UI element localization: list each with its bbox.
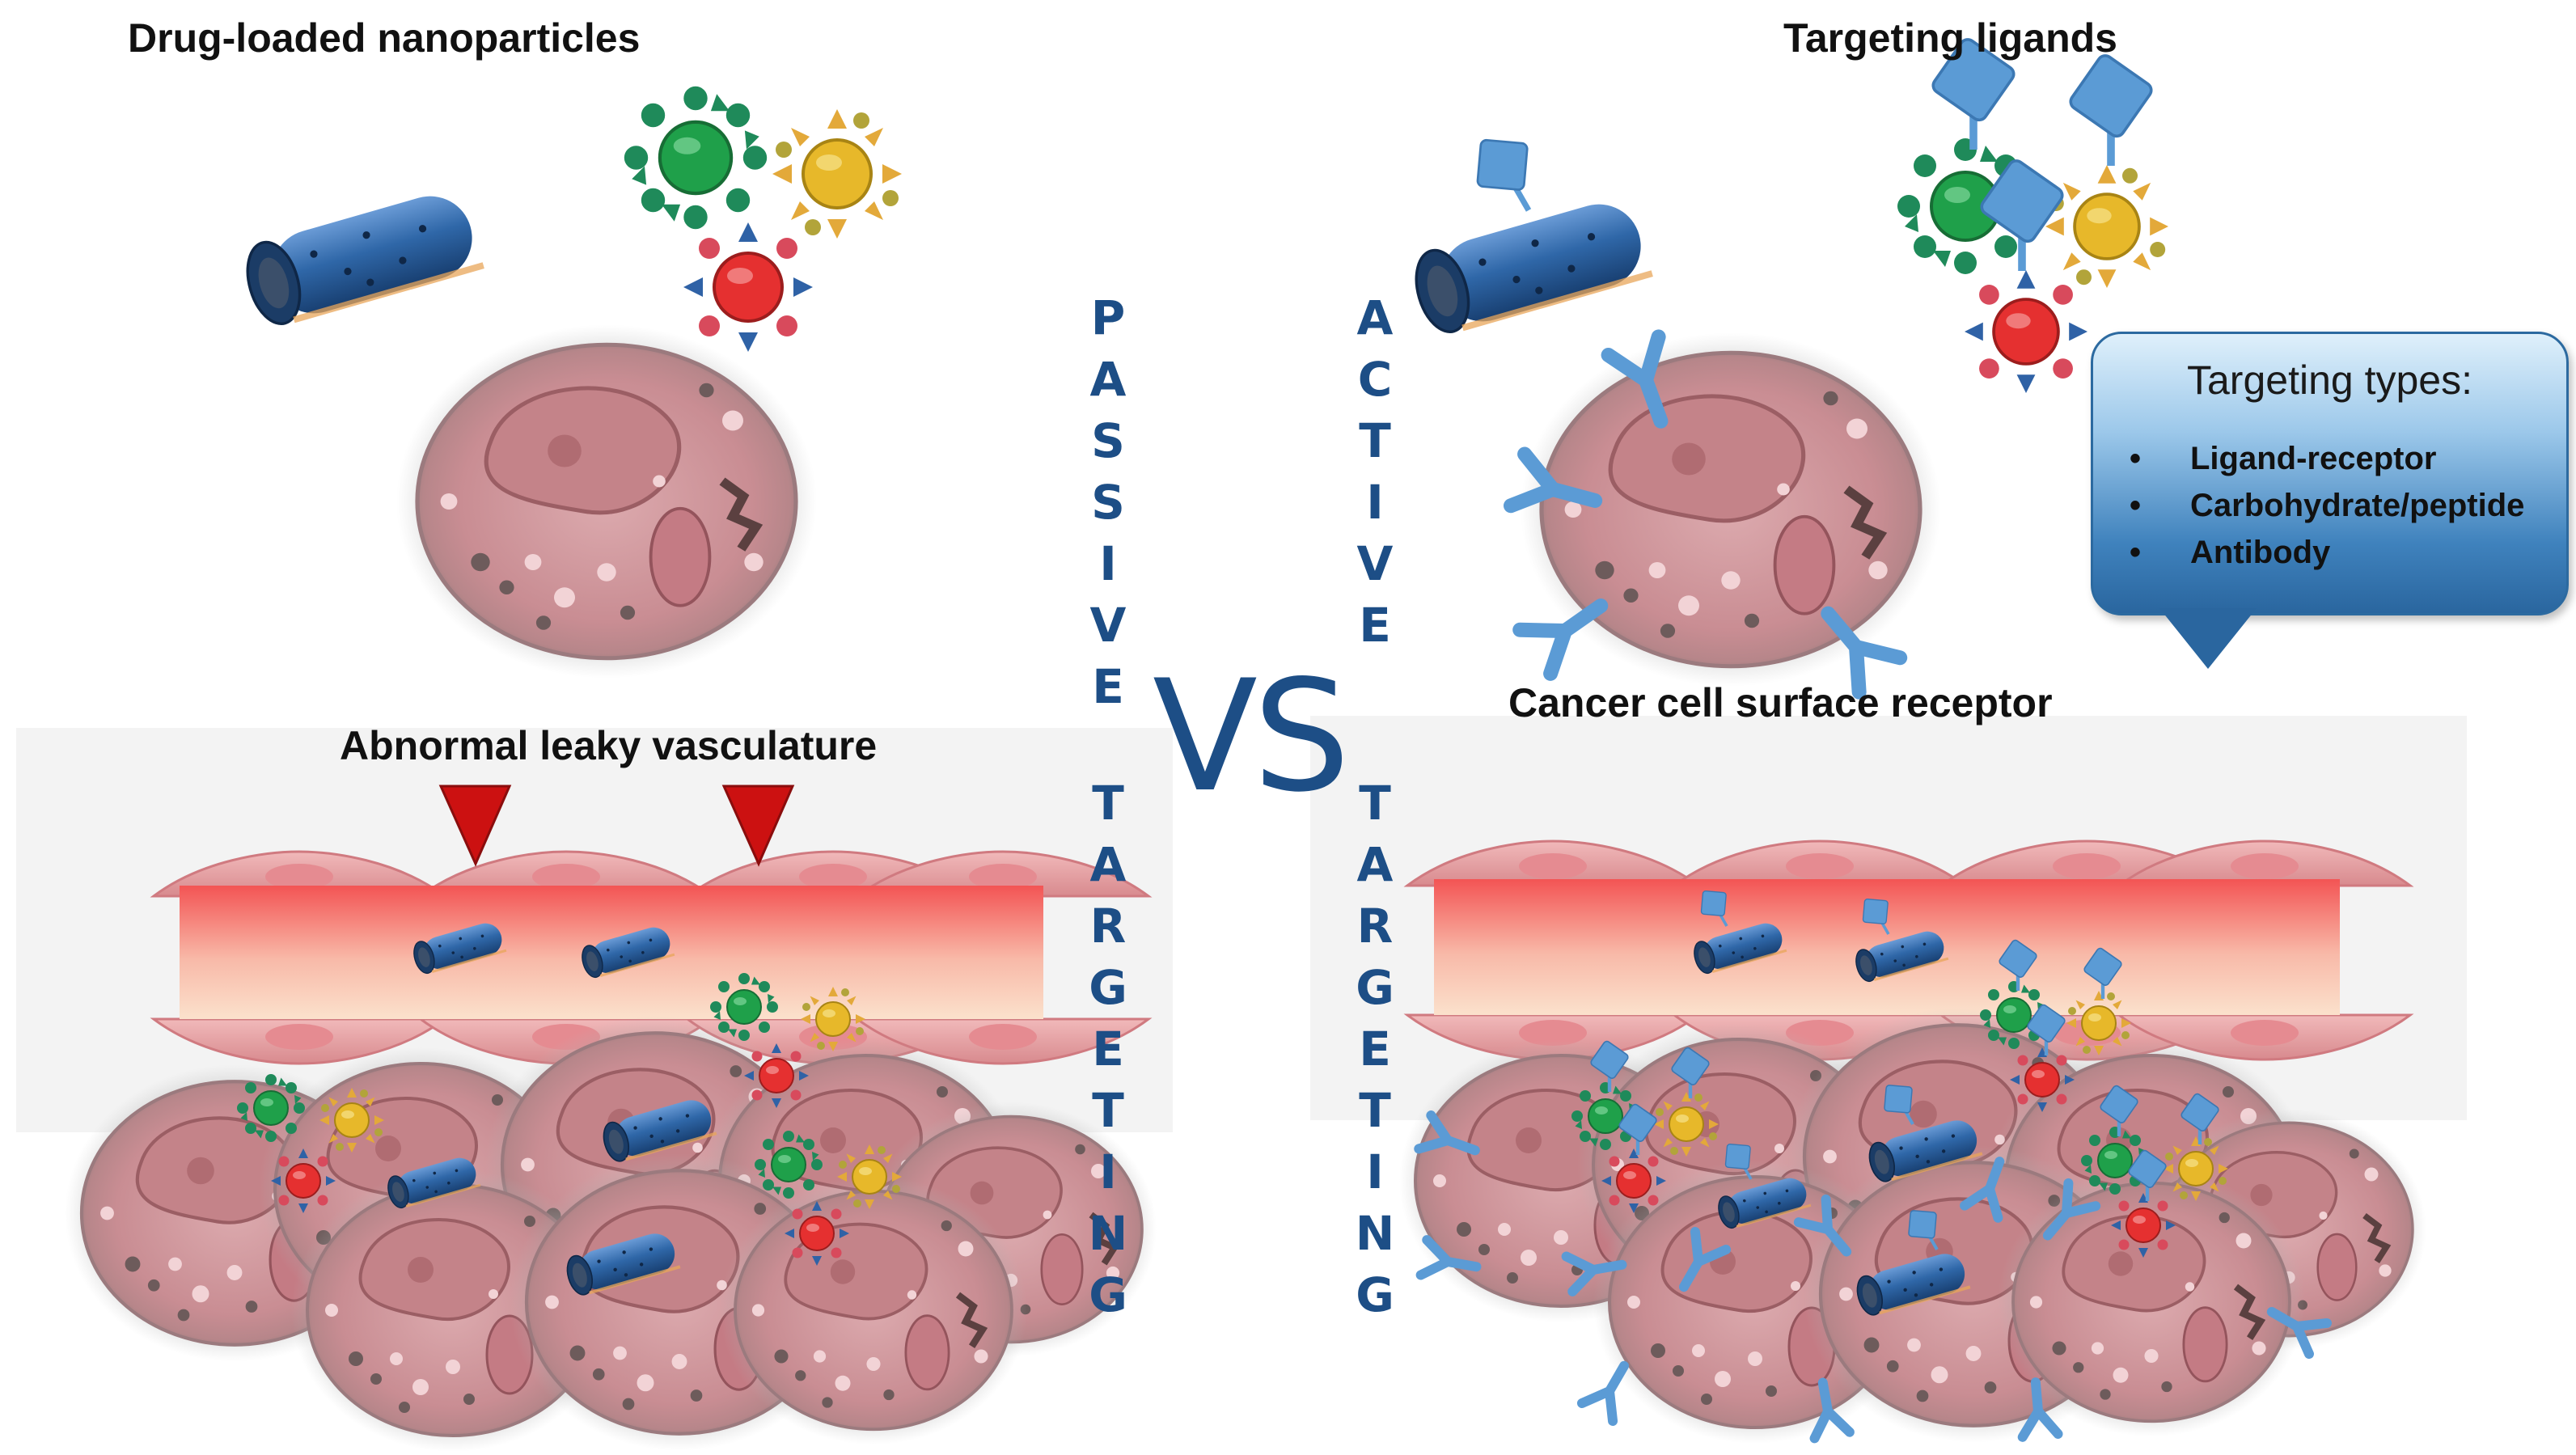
- callout-item: •Antibody: [2130, 535, 2331, 570]
- leak-arrow-icon: [721, 785, 795, 867]
- nanoparticle-icon: [319, 1087, 385, 1153]
- cancer-cell-icon: [396, 324, 817, 679]
- callout-tail: [2159, 608, 2257, 669]
- vs-label: VS: [1153, 647, 1351, 826]
- targeting-ligands-label: Targeting ligands: [1783, 15, 2117, 61]
- callout-title: Targeting types:: [2187, 357, 2472, 403]
- ligand-icon: [1979, 158, 2066, 271]
- cancer-cell-icon: [1521, 332, 1941, 687]
- active-panel: [1310, 36, 2467, 1444]
- nanotube-icon: [239, 186, 484, 330]
- targeting-types-callout: Targeting types: •Ligand-receptor •Carbo…: [2091, 332, 2569, 615]
- passive-panel: [16, 87, 1173, 1452]
- nanoparticle-icon: [743, 1043, 810, 1109]
- nanoparticle-icon: [2163, 1136, 2229, 1202]
- nanoparticle-icon: [2066, 990, 2132, 1056]
- nanoparticle-icon: [1601, 1148, 1667, 1214]
- nanoparticle-icon: [800, 986, 866, 1052]
- callout-item: •Ligand-receptor: [2130, 441, 2437, 476]
- cancer-cell-icon: [720, 1176, 1027, 1445]
- nanoparticle-icon: [709, 972, 779, 1042]
- cancer-cell-icon: [1998, 1168, 2305, 1437]
- nanoparticle-icon: [1963, 269, 2089, 395]
- nanoparticle-icon: [624, 87, 767, 229]
- nanoparticle-icon: [2009, 1047, 2075, 1113]
- nanoparticle-icon: [1653, 1091, 1719, 1157]
- callout-item: •Carbohydrate/peptide: [2130, 488, 2525, 523]
- surface-receptor-label: Cancer cell surface receptor: [1508, 680, 2053, 725]
- nanoparticle-icon: [754, 1130, 823, 1199]
- leak-arrow-icon: [438, 785, 512, 867]
- ligand-icon: [1458, 121, 1557, 226]
- nanotube-icon: [1407, 194, 1652, 338]
- nanoparticle-icon: [270, 1148, 336, 1214]
- nanoparticle-icon: [771, 108, 903, 240]
- nanoparticle-icon: [2110, 1192, 2176, 1258]
- nanoparticle-icon: [2044, 163, 2170, 290]
- callout-list: •Ligand-receptor •Carbohydrate/peptide •…: [2130, 435, 2524, 576]
- leaky-vasculature-label: Abnormal leaky vasculature: [340, 723, 878, 768]
- drug-loaded-nanoparticles-label: Drug-loaded nanoparticles: [128, 15, 641, 61]
- nanoparticle-icon: [784, 1200, 850, 1267]
- nanoparticle-icon: [682, 221, 814, 353]
- nanoparticle-icon: [236, 1073, 306, 1143]
- ligand-icon: [2068, 53, 2155, 166]
- nanoparticle-icon: [836, 1144, 903, 1210]
